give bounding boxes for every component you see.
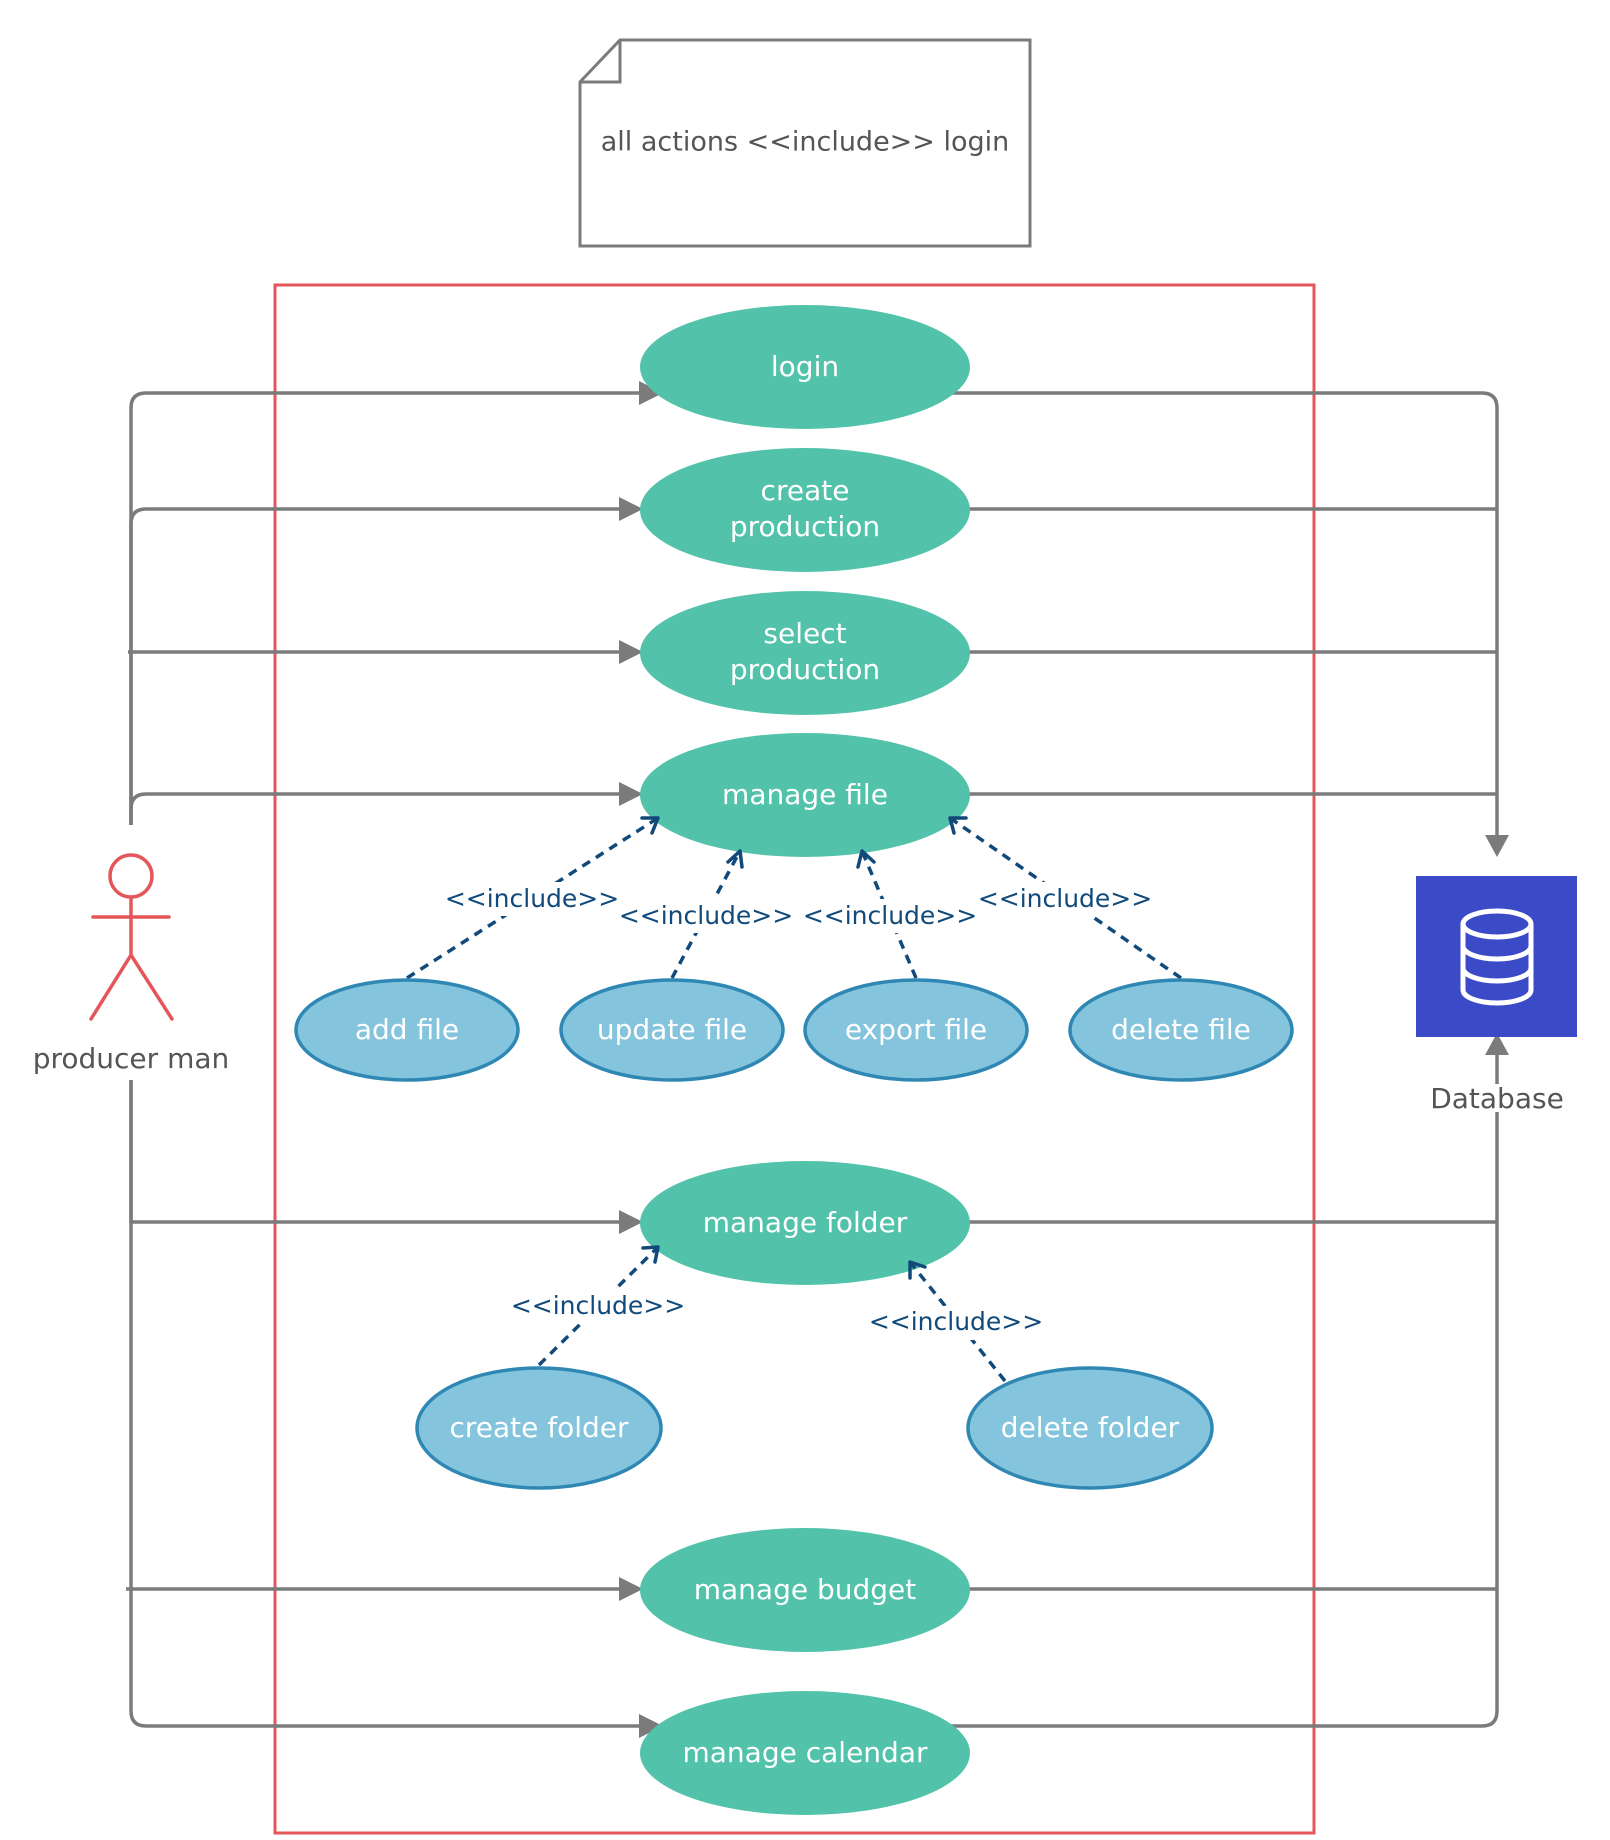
note: all actions <<include>> login (578, 38, 1032, 248)
use-case-manage-budget[interactable]: manage budget (640, 1528, 970, 1652)
use-case-manage-file-label: manage file (722, 778, 888, 811)
include-update-file: <<include>> (619, 849, 793, 979)
database-icon (1416, 876, 1577, 1037)
database-label: Database (1430, 1082, 1564, 1115)
include-label: <<include>> (511, 1291, 685, 1320)
use-case-create-production[interactable]: create production (640, 448, 970, 572)
include-label: <<include>> (869, 1307, 1043, 1336)
include-label: <<include>> (619, 901, 793, 930)
use-case-create-production-label-line2: production (730, 510, 880, 543)
include-label: <<include>> (803, 901, 977, 930)
use-case-add-file[interactable]: add file (294, 978, 520, 1082)
include-delete-folder: <<include>> (869, 1260, 1043, 1383)
actor-label: producer man (33, 1042, 230, 1075)
use-case-login[interactable]: login (640, 305, 970, 429)
use-case-export-file-label: export file (845, 1013, 987, 1046)
use-case-create-folder-label: create folder (449, 1411, 629, 1444)
include-add-file: <<include>> (406, 816, 660, 980)
system-boundary (273, 283, 1316, 1835)
database-associations (948, 391, 1509, 1728)
use-case-delete-folder[interactable]: delete folder (966, 1366, 1214, 1490)
include-export-file: <<include>> (803, 849, 977, 979)
use-case-manage-budget-label: manage budget (694, 1573, 917, 1606)
actor-arrowheads (619, 381, 663, 1738)
use-case-delete-folder-label: delete folder (1001, 1411, 1180, 1444)
use-case-manage-folder-label: manage folder (703, 1206, 908, 1239)
use-case-select-production-label-line1: select (763, 617, 846, 650)
use-case-export-file[interactable]: export file (803, 978, 1029, 1082)
include-label: <<include>> (445, 884, 619, 913)
use-case-add-file-label: add file (355, 1013, 459, 1046)
use-case-select-production[interactable]: select production (640, 591, 970, 715)
use-case-select-production-label-line2: production (730, 653, 880, 686)
include-create-folder: <<include>> (511, 1245, 685, 1367)
use-case-manage-folder[interactable]: manage folder (640, 1161, 970, 1285)
database-label-bg (1440, 1084, 1560, 1112)
use-case-login-label: login (771, 350, 839, 383)
use-case-delete-file-label: delete file (1111, 1013, 1251, 1046)
use-case-create-production-label-line1: create (761, 474, 850, 507)
use-case-manage-file[interactable]: manage file (640, 733, 970, 857)
use-case-update-file[interactable]: update file (559, 978, 785, 1082)
actor-icon (89, 853, 174, 1021)
use-case-create-folder[interactable]: create folder (415, 1366, 663, 1490)
note-text: all actions <<include>> login (601, 127, 1010, 158)
use-case-update-file-label: update file (597, 1013, 747, 1046)
use-case-delete-file[interactable]: delete file (1068, 978, 1294, 1082)
actor-associations (126, 391, 645, 1728)
use-case-manage-calendar[interactable]: manage calendar (640, 1691, 970, 1815)
include-delete-file: <<include>> (948, 816, 1182, 980)
include-label: <<include>> (978, 884, 1152, 913)
use-case-manage-calendar-label: manage calendar (683, 1736, 928, 1769)
